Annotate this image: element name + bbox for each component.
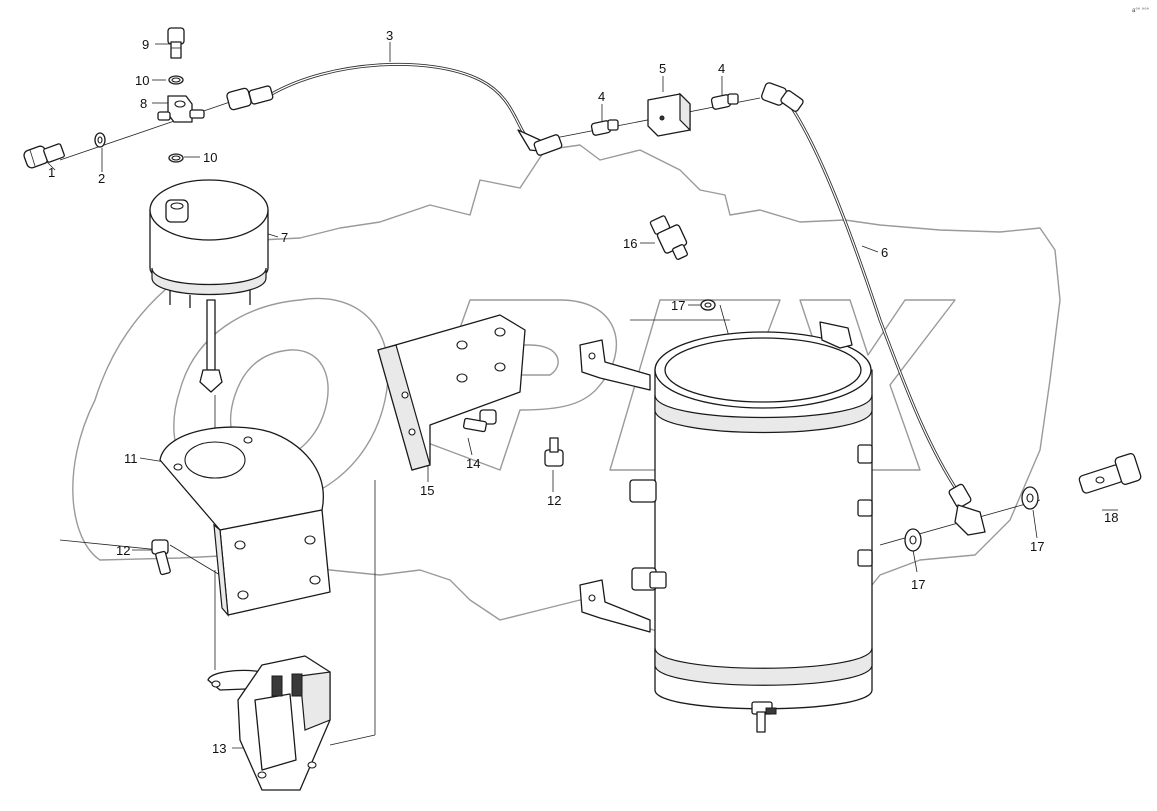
sensor-16 <box>649 215 688 260</box>
callout-12-center: 12 <box>547 493 561 508</box>
connector-4-left <box>590 119 619 136</box>
o-ring-10-upper <box>168 75 184 85</box>
pipe-3 <box>226 62 563 156</box>
connector-4-right <box>710 93 739 110</box>
callout-3: 3 <box>386 28 393 43</box>
callout-11: 11 <box>124 451 138 466</box>
callout-15: 15 <box>420 483 434 498</box>
banjo-bolt-18 <box>1078 452 1142 494</box>
callout-17-right: 17 <box>1030 539 1044 554</box>
callout-5: 5 <box>659 61 666 76</box>
callout-12-left: 12 <box>116 543 130 558</box>
washer-17-right <box>1021 486 1039 510</box>
valve-13 <box>207 655 331 791</box>
o-ring-10-lower <box>168 153 184 163</box>
callout-13: 13 <box>212 741 226 756</box>
callout-7: 7 <box>281 230 288 245</box>
callout-4-left: 4 <box>598 89 605 104</box>
callout-17-middle: 17 <box>911 577 925 592</box>
callout-17-sensor: 17 <box>671 298 685 313</box>
watermark-letter-p <box>419 299 617 471</box>
washer-17-middle <box>904 528 922 552</box>
banjo-bolt-9 <box>167 27 185 59</box>
tee-fitting-8 <box>157 95 205 123</box>
callout-14: 14 <box>466 456 480 471</box>
bracket-15 <box>377 314 526 471</box>
air-reservoir <box>579 321 873 733</box>
callout-4-right: 4 <box>718 61 725 76</box>
washer-2 <box>94 132 106 148</box>
washer-17-sensor <box>700 299 716 311</box>
bolt-12-left <box>151 539 171 576</box>
bolt-12-center <box>544 437 564 467</box>
callout-18: 18 <box>1104 510 1118 525</box>
bolt-14 <box>462 409 497 433</box>
bracket-11 <box>159 426 331 617</box>
callout-9: 9 <box>142 37 149 52</box>
callout-1: 1 <box>48 165 55 180</box>
chamber-7 <box>149 179 269 393</box>
callout-2: 2 <box>98 171 105 186</box>
corner-mark: a°° °°° <box>1132 8 1150 14</box>
callout-6: 6 <box>881 245 888 260</box>
callout-10-upper: 10 <box>135 73 149 88</box>
block-5 <box>647 92 691 137</box>
pipe-6 <box>761 82 986 536</box>
callout-8: 8 <box>140 96 147 111</box>
callout-10-lower: 10 <box>203 150 217 165</box>
leader-lines <box>44 42 1118 749</box>
callouts: 1 2 3 4 4 5 6 7 8 9 10 10 11 12 12 13 14… <box>48 8 1150 756</box>
fitting-1 <box>23 143 65 169</box>
callout-16: 16 <box>623 236 637 251</box>
